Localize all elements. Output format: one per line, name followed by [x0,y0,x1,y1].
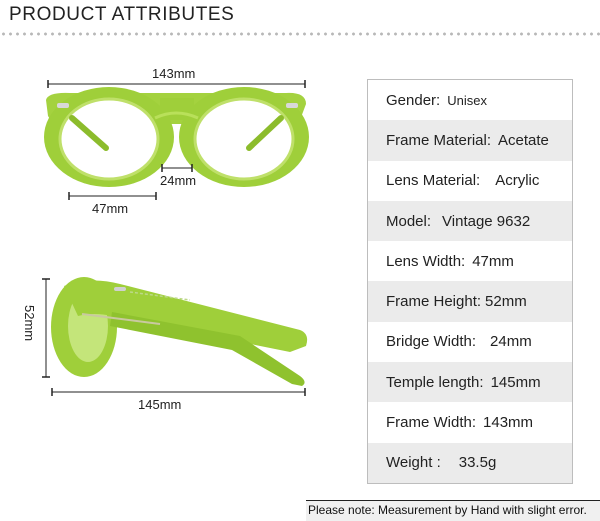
spec-label: Gender: [386,91,441,109]
height-label: 52mm [22,305,37,342]
bridge-label: 24mm [160,173,197,188]
frame-width-label: 143mm [152,66,196,81]
spec-row-lens-width: Lens Width: 47mm [368,241,572,281]
spec-label: Temple length: [386,373,484,391]
spec-label: Frame Material: [386,131,492,149]
spec-value: Acrylic [495,172,540,190]
height-dimension [42,278,50,378]
frame-width-dimension [47,80,306,88]
spec-row-weight: Weight : 33.5g [368,442,572,483]
spec-value: Acetate [498,131,549,149]
lens-dimension [68,192,157,200]
spec-value: 145mm [490,373,541,391]
side-view-frame [51,277,308,386]
spec-row-gender: Gender: Unisex [368,80,572,120]
spec-label: Frame Height: [386,293,482,311]
spec-label: Frame Width: [386,414,477,432]
measurement-note: Please note: Measurement by Hand with sl… [306,500,600,521]
temple-label: 145mm [138,397,182,412]
spec-value: 52mm [485,293,527,311]
spec-value: 24mm [490,333,532,351]
bridge-dimension [161,164,193,172]
spec-value: 143mm [483,414,534,432]
spec-row-bridge-width: Bridge Width: 24mm [368,322,572,362]
front-view-frame [44,87,309,187]
spec-value: Vintage 9632 [442,212,531,230]
page-title: PRODUCT ATTRIBUTES [9,4,235,25]
spec-label: Bridge Width: [386,333,477,351]
spec-value: 33.5g [458,454,497,472]
spec-row-frame-material: Frame Material: Acetate [368,120,572,161]
spec-value: 47mm [472,252,514,270]
spec-row-lens-material: Lens Material: Acrylic [368,161,572,201]
lens-label: 47mm [92,201,129,216]
spec-label: Model: [386,212,432,230]
spec-row-frame-width: Frame Width: 143mm [368,402,572,442]
spec-label: Lens Material: [386,172,481,190]
spec-table: Gender: Unisex Frame Material: Acetate L… [367,79,573,484]
temple-dimension [51,388,306,396]
spec-label: Lens Width: [386,252,466,270]
dotted-divider [0,32,600,36]
spec-label: Weight : [386,454,441,472]
spec-row-model: Model: Vintage 9632 [368,200,572,242]
spec-row-frame-height: Frame Height: 52mm [368,281,572,322]
spec-value: Unisex [447,92,487,108]
spec-row-temple-length: Temple length: 145mm [368,362,572,403]
